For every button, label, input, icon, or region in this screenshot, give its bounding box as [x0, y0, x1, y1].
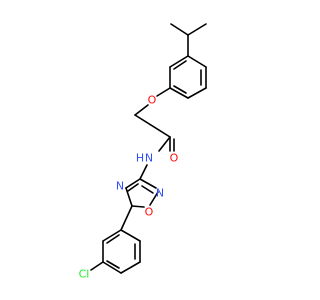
bond-n-to-oxadiazole	[139, 164, 148, 180]
bond-upper-ring-inner-c	[173, 60, 187, 70]
ring-oxygen-label: O	[145, 206, 154, 219]
bond-lower-ring-4	[102, 261, 122, 274]
bond-lower-ring-3	[120, 261, 141, 274]
canvas-background	[0, 0, 300, 300]
bond-isopropyl-methyl-right	[187, 23, 207, 36]
bond-carbonyl-to-n	[158, 136, 171, 152]
ring-nitrogen-2-label: N	[156, 187, 164, 200]
bond-oxadiazole-o1-n2	[149, 191, 159, 206]
bond-lower-ring-1	[120, 229, 141, 242]
bond-lower-ring-6	[102, 229, 122, 242]
bond-ring-to-chlorine	[90, 261, 104, 271]
bond-lower-ring-inner-b	[106, 260, 120, 269]
bond-ring-to-ether-o	[156, 87, 171, 97]
atom-labels: O O N H N N O Cl	[79, 94, 179, 281]
carbonyl-oxygen-label: O	[170, 152, 179, 165]
bond-isopropyl-methyl-left	[170, 23, 189, 36]
bond-oxadiazole-c5-o1	[131, 205, 145, 208]
bond-upper-ring-3	[187, 87, 207, 99]
molecule-structure-drawing: O O N H N N O Cl	[0, 0, 300, 300]
bond-lower-ring-inner-c	[106, 234, 120, 244]
bond-oxadiazole-n2-c3-inner	[141, 185, 154, 194]
bond-upper-ring-inner-b	[173, 85, 187, 94]
amide-nitrogen-label: N	[145, 152, 153, 165]
bond-upper-ring-4	[169, 87, 189, 99]
bond-oxadiazole-to-phenyl	[120, 205, 133, 231]
bond-upper-ring-6	[169, 55, 189, 68]
bond-oxadiazole-c3-n4	[125, 178, 141, 189]
bond-upper-ring-1	[187, 55, 207, 68]
bond-ch2-to-carbonyl	[134, 114, 171, 138]
bond-oxadiazole-n4-c5	[125, 187, 133, 207]
bonds	[90, 23, 207, 274]
bond-ether-o-to-ch2	[134, 104, 149, 116]
bond-oxadiazole-n2-c3	[139, 178, 157, 189]
ether-oxygen-label: O	[148, 94, 157, 107]
chlorine-label: Cl	[79, 268, 90, 281]
amide-hydrogen-label: H	[136, 152, 144, 165]
bond-oxadiazole-c3-n4-inner	[127, 183, 139, 192]
ring-nitrogen-3-label: N	[116, 180, 124, 193]
